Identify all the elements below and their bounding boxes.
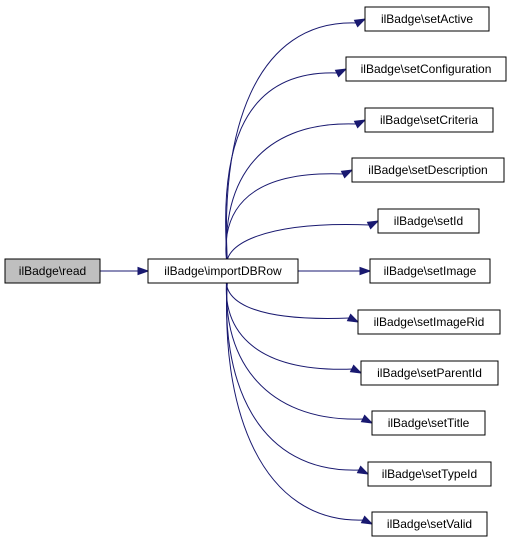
node-label: ilBadge\setConfiguration <box>361 62 492 76</box>
edge-arrowhead <box>366 220 380 230</box>
edge-line <box>226 270 361 471</box>
edge-arrowhead <box>353 119 367 129</box>
edge-line <box>226 270 365 521</box>
node-set-title[interactable]: ilBadge\setTitle <box>371 410 486 436</box>
node-box[interactable] <box>364 6 490 32</box>
node-set-parent-id[interactable]: ilBadge\setParentId <box>360 360 499 386</box>
edge-import-dbrow-to-set-parent-id <box>225 270 363 374</box>
edge-arrowhead <box>360 414 374 424</box>
node-box[interactable] <box>364 107 494 133</box>
edge-arrowhead <box>346 313 360 323</box>
edge-arrowhead <box>360 515 374 525</box>
edge-import-dbrow-to-set-type-id <box>226 270 370 475</box>
node-label: ilBadge\setParentId <box>377 366 482 380</box>
node-label: ilBadge\setImageRid <box>374 315 485 329</box>
node-set-configuration[interactable]: ilBadge\setConfiguration <box>345 56 507 82</box>
node-set-id[interactable]: ilBadge\setId <box>377 208 480 234</box>
edge-import-dbrow-to-set-criteria <box>225 119 367 272</box>
node-box[interactable] <box>147 258 299 284</box>
edge-import-dbrow-to-set-description <box>225 169 354 272</box>
node-label: ilBadge\setId <box>394 214 463 228</box>
edge-import-dbrow-to-set-active <box>225 18 367 272</box>
node-set-image[interactable]: ilBadge\setImage <box>369 258 491 284</box>
node-set-valid[interactable]: ilBadge\setValid <box>371 511 488 537</box>
edge-arrowhead <box>353 18 367 28</box>
edge-import-dbrow-to-set-configuration <box>225 68 348 272</box>
node-set-image-rid[interactable]: ilBadge\setImageRid <box>357 309 501 335</box>
edge-arrowhead <box>137 266 150 276</box>
edge-arrowhead <box>359 266 372 276</box>
node-box[interactable] <box>345 56 507 82</box>
node-label: ilBadge\setCriteria <box>380 113 478 127</box>
edge-import-dbrow-to-set-image <box>298 266 372 276</box>
node-label: ilBadge\setImage <box>384 264 477 278</box>
node-box[interactable] <box>377 208 480 234</box>
edge-line <box>225 123 358 272</box>
node-box[interactable] <box>357 309 501 335</box>
edge-arrowhead <box>334 68 348 78</box>
node-box[interactable] <box>4 258 101 284</box>
node-box[interactable] <box>371 410 486 436</box>
node-set-criteria[interactable]: ilBadge\setCriteria <box>364 107 494 133</box>
node-box[interactable] <box>367 461 492 487</box>
node-label: ilBadge\importDBRow <box>164 264 282 278</box>
node-label: ilBadge\setActive <box>381 12 473 26</box>
edge-line <box>225 270 354 370</box>
edge-arrowhead <box>340 169 354 179</box>
nodes-layer: ilBadge\read ilBadge\importDBRow ilBadge\s… <box>4 6 507 537</box>
node-box[interactable] <box>371 511 488 537</box>
node-label: ilBadge\setDescription <box>368 163 487 177</box>
edge-import-dbrow-to-set-valid <box>226 270 374 525</box>
node-label: ilBadge\setTypeId <box>382 467 477 481</box>
node-label: ilBadge\setTitle <box>388 416 470 430</box>
node-read[interactable]: ilBadge\read <box>4 258 101 284</box>
edge-line <box>225 72 339 272</box>
node-box[interactable] <box>369 258 491 284</box>
node-set-type-id[interactable]: ilBadge\setTypeId <box>367 461 492 487</box>
node-import-dbrow[interactable]: ilBadge\importDBRow <box>147 258 299 284</box>
node-label: ilBadge\setValid <box>387 517 472 531</box>
node-box[interactable] <box>360 360 499 386</box>
edge-line <box>225 22 358 272</box>
node-set-active[interactable]: ilBadge\setActive <box>364 6 490 32</box>
edge-line <box>226 270 365 420</box>
edge-import-dbrow-to-set-title <box>226 270 374 424</box>
node-box[interactable] <box>351 157 505 183</box>
edge-read-to-import-dbrow <box>100 266 150 276</box>
node-set-description[interactable]: ilBadge\setDescription <box>351 157 505 183</box>
node-label: ilBadge\read <box>19 264 86 278</box>
edge-arrowhead <box>349 364 363 374</box>
edge-line <box>225 173 345 272</box>
edge-arrowhead <box>356 465 370 475</box>
